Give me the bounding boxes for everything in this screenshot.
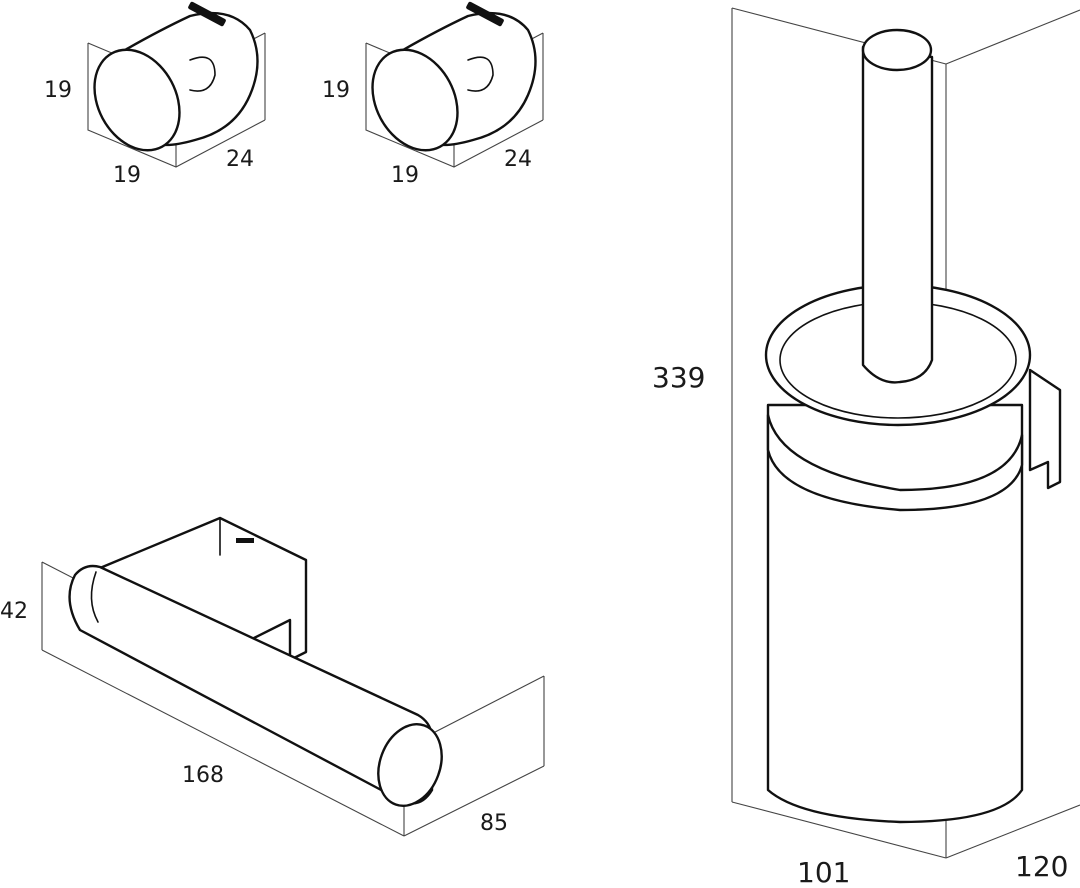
toilet-brush-handle — [861, 45, 934, 384]
brand-logo-icon — [236, 538, 254, 543]
hook-right-drawing: 19 19 24 — [322, 1, 544, 188]
toilet-brush-glass — [766, 403, 1024, 824]
paper-holder-height-label: 42 — [0, 599, 28, 624]
toilet-brush-band — [766, 413, 1024, 512]
toilet-brush-depth-label: 120 — [1015, 850, 1068, 883]
brand-logo-icon — [188, 1, 226, 27]
hook-left-drawing: 19 19 24 — [44, 1, 266, 188]
hook-right-width-label: 19 — [391, 163, 419, 188]
hook-left-height-label: 19 — [44, 78, 72, 103]
toilet-brush-wall-bracket — [1028, 368, 1062, 490]
toilet-brush-drawing: 339 101 120 — [652, 7, 1080, 888]
toilet-brush-height-label: 339 — [652, 361, 705, 394]
paper-holder-end-cap — [377, 723, 443, 807]
hook-right-height-label: 19 — [322, 78, 350, 103]
paper-holder-width-label: 168 — [182, 763, 224, 788]
hook-left-width-label: 19 — [113, 163, 141, 188]
toilet-brush-width-label: 101 — [797, 856, 850, 888]
hook-right-cap — [371, 48, 459, 152]
brand-logo-icon — [466, 1, 504, 27]
hook-left-depth-label: 24 — [226, 147, 254, 172]
hook-right-depth-label: 24 — [504, 147, 532, 172]
paper-holder-depth-label: 85 — [480, 811, 508, 836]
hook-left-cap — [93, 48, 181, 152]
paper-holder-drawing: 42 168 85 — [0, 516, 545, 837]
toilet-brush-handle-top — [861, 28, 933, 72]
